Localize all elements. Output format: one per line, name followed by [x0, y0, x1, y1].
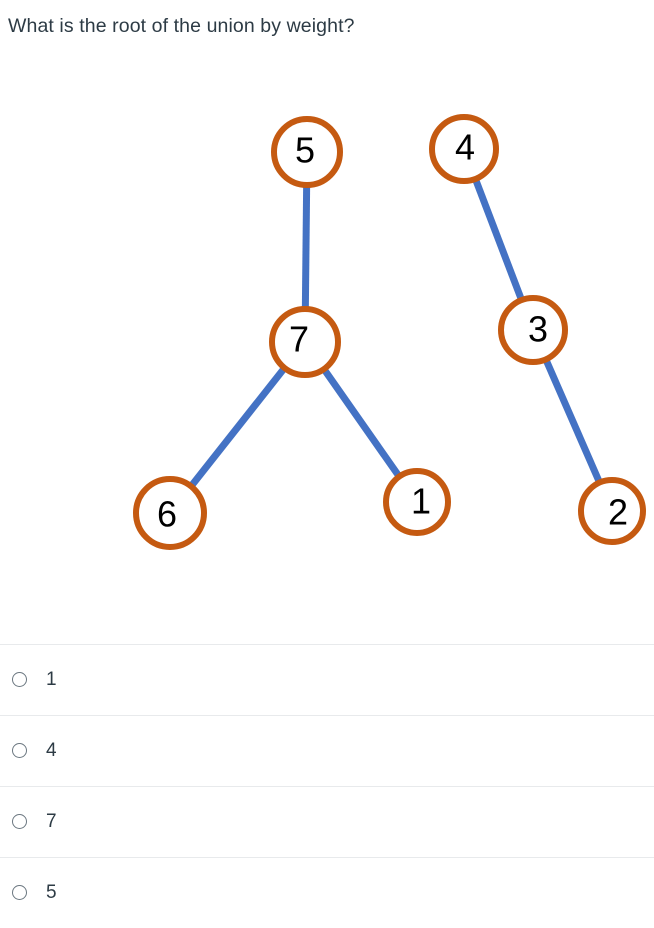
- answer-option-label: 1: [46, 669, 57, 690]
- radio-button-1[interactable]: [12, 672, 27, 687]
- graph-edge-4-3: [471, 176, 526, 303]
- graph-node-circle-2: [578, 477, 646, 545]
- graph-node-label-7: 7: [289, 319, 309, 360]
- graph-edge-7-6: [187, 364, 288, 490]
- radio-button-4[interactable]: [12, 743, 27, 758]
- graph-node-7: 7: [269, 306, 341, 378]
- answer-option-4[interactable]: 4: [0, 715, 654, 786]
- graph-node-5: 5: [271, 116, 343, 188]
- graph-node-circle-3: [498, 295, 568, 365]
- graph-node-label-1: 1: [411, 481, 431, 522]
- graph-edge-3-2: [542, 357, 604, 485]
- graph-node-circle-6: [133, 476, 207, 550]
- graph-node-6: 6: [133, 476, 207, 550]
- question-prompt: What is the root of the union by weight?: [8, 15, 355, 37]
- graph-node-circle-7: [269, 306, 341, 378]
- graph-node-2: 2: [578, 477, 646, 545]
- graph-edge-5-7: [301, 183, 311, 311]
- graph-node-label-4: 4: [455, 127, 475, 168]
- answer-option-label: 5: [46, 882, 57, 903]
- answer-option-1[interactable]: 1: [0, 644, 654, 715]
- answer-option-5[interactable]: 5: [0, 857, 654, 928]
- graph-node-circle-4: [429, 114, 499, 184]
- radio-button-5[interactable]: [12, 885, 27, 900]
- graph-node-circle-1: [383, 468, 451, 536]
- graph-node-label-3: 3: [528, 309, 548, 350]
- answer-option-7[interactable]: 7: [0, 786, 654, 857]
- graph-node-3: 3: [498, 295, 568, 365]
- graph-node-4: 4: [429, 114, 499, 184]
- graph-node-1: 1: [383, 468, 451, 536]
- graph-edge-layer: [187, 176, 604, 490]
- graph-node-layer: 5 4 7 3 6 1 2: [133, 114, 646, 550]
- answer-options-list: 1 4 7 5: [0, 644, 654, 928]
- radio-button-7[interactable]: [12, 814, 27, 829]
- graph-svg: 5 4 7 3 6 1 2: [133, 114, 646, 550]
- graph-node-label-6: 6: [157, 494, 177, 535]
- answer-option-label: 7: [46, 811, 57, 832]
- graph-diagram: 5 4 7 3 6 1 2: [0, 78, 654, 598]
- answer-option-label: 4: [46, 740, 57, 761]
- graph-node-label-5: 5: [295, 130, 315, 171]
- graph-node-label-2: 2: [608, 492, 628, 533]
- graph-node-circle-5: [271, 116, 343, 188]
- graph-edge-7-1: [320, 366, 403, 480]
